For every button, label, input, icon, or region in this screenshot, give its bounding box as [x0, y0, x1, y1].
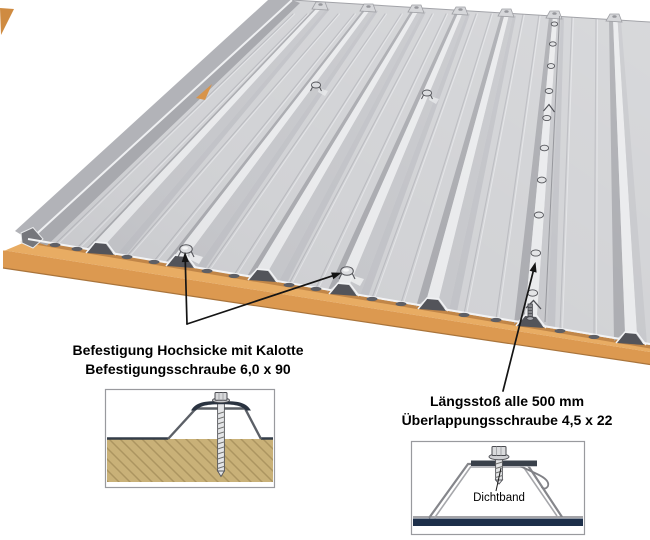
detail-screw-head	[212, 392, 230, 404]
detail-calotte	[191, 401, 251, 411]
field-fasteners	[177, 81, 439, 286]
annotation-arrows	[181, 252, 537, 392]
caption-line: Überlappungsschraube 4,5 x 22	[401, 411, 613, 428]
arrow-seam	[502, 262, 537, 392]
arrow-left-pair	[181, 252, 342, 325]
caption-high-rib-fastening: Befestigung Hochsicke mit Kalotte Befest…	[38, 341, 338, 378]
caption-line: Befestigung Hochsicke mit Kalotte	[72, 342, 304, 358]
caption-line: Längsstoß alle 500 mm	[429, 393, 585, 409]
fastener-screw	[421, 89, 439, 104]
fastener-screw	[177, 244, 203, 264]
caption-line: Befestigungsschraube 6,0 x 90	[85, 360, 291, 377]
detail-screw	[216, 400, 226, 478]
roof-sheet	[15, 0, 650, 346]
caption-longitudinal-joint: Längsstoß alle 500 mm Überlappungsschrau…	[357, 392, 650, 429]
sheet-left-edge	[15, 0, 300, 249]
fastener-screw	[310, 81, 328, 96]
dichtband-label: Dichtband	[473, 492, 525, 504]
seam-end-bolt	[526, 303, 534, 321]
dichtband-leader-line	[495, 467, 502, 492]
sheet-front-edge	[27, 238, 650, 346]
fastener-screw	[338, 266, 364, 286]
longitudinal-seam	[525, 15, 560, 323]
detail-sealing-tape	[471, 460, 537, 467]
seam-screw-column	[527, 21, 559, 297]
detail-box-kalotte	[104, 388, 276, 489]
detail-overlap-screw	[488, 446, 510, 485]
sheet-top-edge	[291, 0, 650, 23]
detail-box-seam	[410, 440, 586, 536]
